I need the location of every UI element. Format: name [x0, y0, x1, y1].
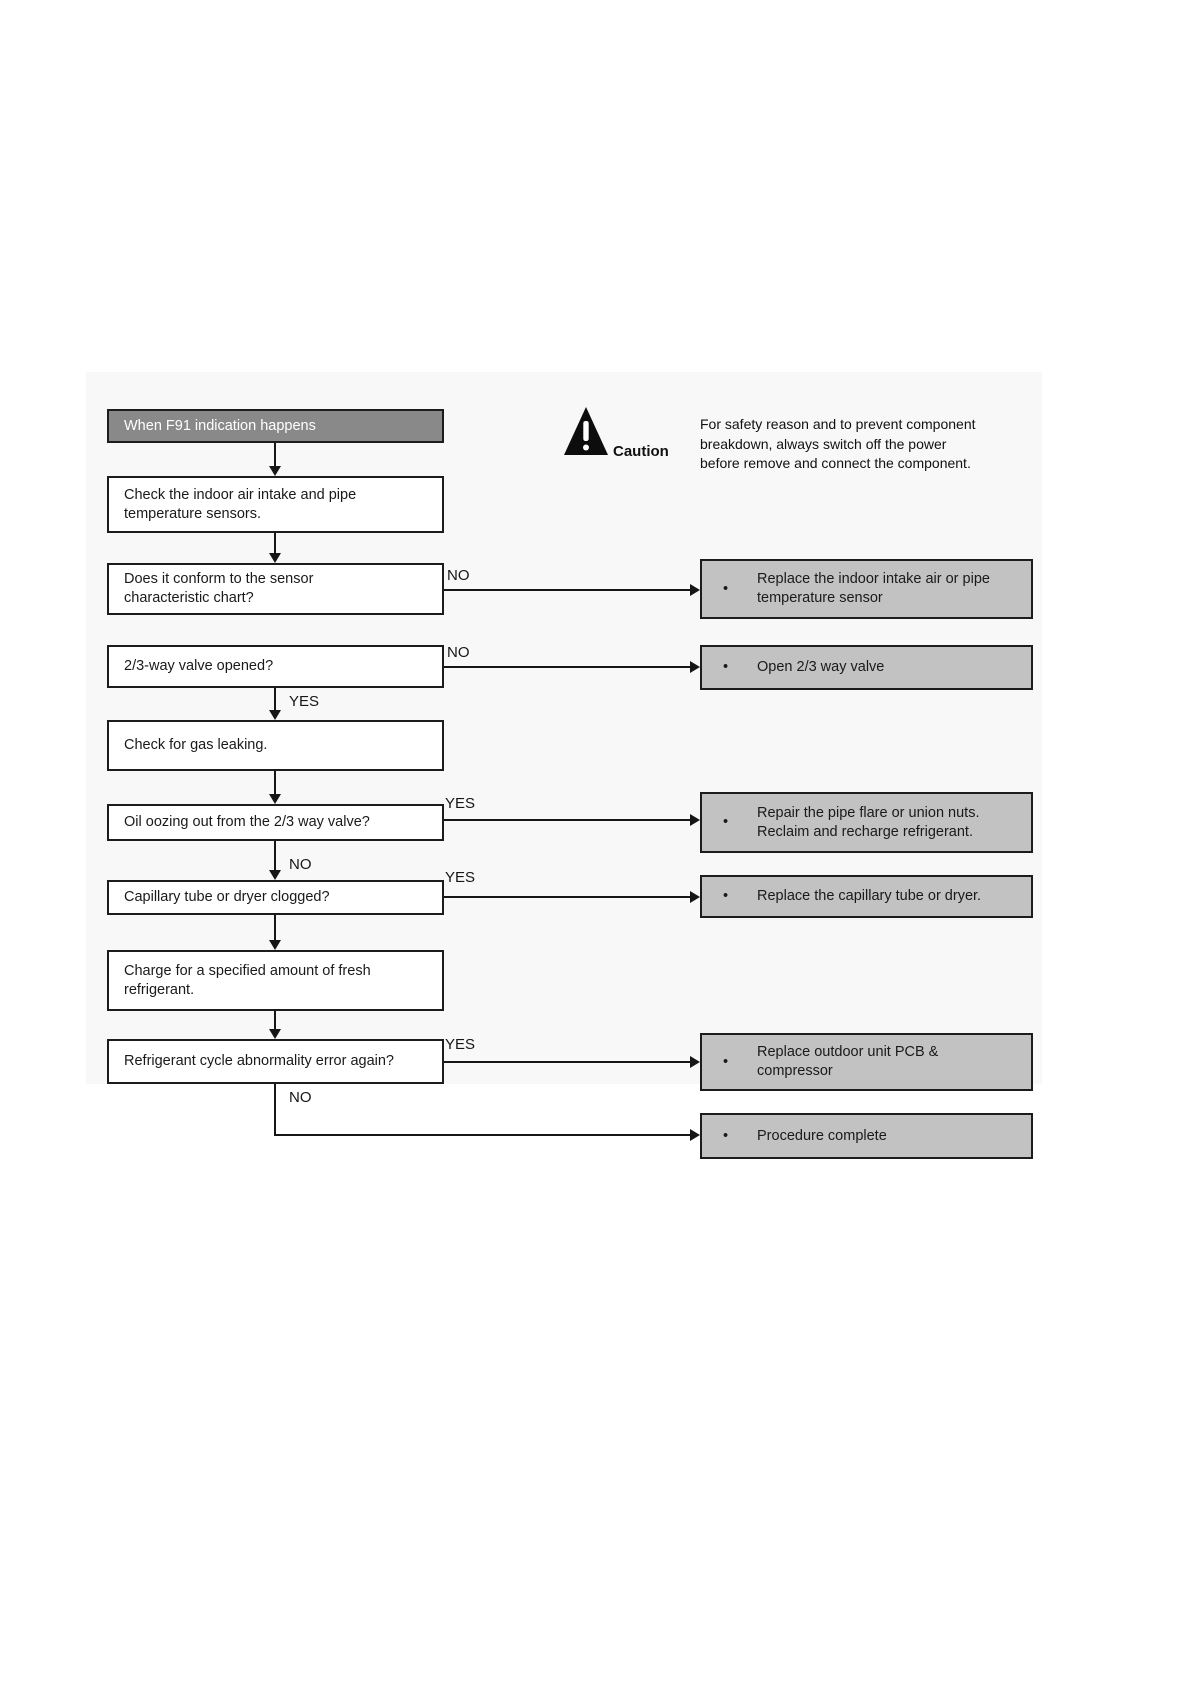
bullet-icon: •: [723, 659, 729, 675]
branch-label-yes: YES: [445, 869, 476, 886]
arrowhead-right-icon: [690, 891, 700, 903]
connector-line: [444, 666, 691, 668]
flow-step-capillary-clogged: Capillary tube or dryer clogged?: [107, 880, 444, 915]
connector-line: [274, 1011, 276, 1029]
flow-step-valve-opened: 2/3-way valve opened?: [107, 645, 444, 688]
flow-step-line: Check the indoor air intake and pipe: [124, 486, 357, 503]
arrowhead-down-icon: [269, 794, 281, 804]
flow-result-replace-sensor: • Replace the indoor intake air or pipe …: [700, 559, 1033, 619]
flow-step-line: Capillary tube or dryer clogged?: [124, 889, 330, 905]
flow-result-replace-capillary: • Replace the capillary tube or dryer.: [700, 875, 1033, 918]
flow-result-repair-flare: • Repair the pipe flare or union nuts. R…: [700, 792, 1033, 853]
flow-step-line: refrigerant.: [124, 981, 195, 998]
arrowhead-down-icon: [269, 1029, 281, 1039]
arrowhead-right-icon: [690, 1056, 700, 1068]
flow-step-line: 2/3-way valve opened?: [124, 658, 274, 674]
connector-line: [274, 1084, 276, 1136]
bullet-icon: •: [723, 1127, 729, 1144]
connector-line: [444, 589, 691, 591]
branch-label-no: NO: [289, 856, 312, 873]
flow-step-gas-leaking: Check for gas leaking.: [107, 720, 444, 771]
connector-line: [274, 533, 276, 553]
connector-line: [274, 688, 276, 710]
flow-step-line: Charge for a specified amount of fresh: [124, 962, 371, 979]
connector-line: [274, 841, 276, 870]
bullet-icon: •: [723, 1053, 729, 1070]
flow-result-open-valve: • Open 2/3 way valve: [700, 645, 1033, 690]
flow-result-text: Open 2/3 way valve: [757, 659, 885, 675]
connector-line: [274, 771, 276, 794]
flow-result-text: Repair the pipe flare or union nuts. Rec…: [757, 804, 980, 840]
arrowhead-down-icon: [269, 940, 281, 950]
arrowhead-down-icon: [269, 466, 281, 476]
flow-step-oil-oozing: Oil oozing out from the 2/3 way valve?: [107, 804, 444, 841]
flow-step-charge-refrigerant: Charge for a specified amount of fresh r…: [107, 950, 444, 1011]
arrowhead-down-icon: [269, 710, 281, 720]
flow-result-text: Procedure complete: [757, 1127, 887, 1144]
arrowhead-right-icon: [690, 1129, 700, 1141]
caution-line: For safety reason and to prevent compone…: [700, 416, 976, 432]
arrowhead-down-icon: [269, 553, 281, 563]
flow-step-check-sensors: Check the indoor air intake and pipe tem…: [107, 476, 444, 533]
connector-line: [444, 896, 691, 898]
caution-text: For safety reason and to prevent compone…: [700, 415, 976, 474]
flow-result-text: Replace the indoor intake air or pipe te…: [757, 571, 990, 606]
warning-triangle-icon: [564, 407, 608, 455]
arrowhead-down-icon: [269, 870, 281, 880]
flow-result-text: Replace outdoor unit PCB & compressor: [757, 1044, 939, 1079]
connector-line: [444, 1061, 691, 1063]
bullet-icon: •: [723, 814, 729, 830]
connector-line: [274, 443, 276, 466]
branch-label-yes: YES: [445, 795, 476, 812]
flow-step-line: Oil oozing out from the 2/3 way valve?: [124, 814, 370, 830]
flow-start-box: When F91 indication happens: [107, 409, 444, 443]
flow-step-line: characteristic chart?: [124, 590, 254, 606]
branch-label-no: NO: [289, 1089, 312, 1106]
arrowhead-right-icon: [690, 814, 700, 826]
flow-result-procedure-complete: • Procedure complete: [700, 1113, 1033, 1159]
caution-line: breakdown, always switch off the power: [700, 435, 947, 452]
flow-step-line: Check for gas leaking.: [124, 737, 268, 753]
bullet-icon: •: [723, 580, 729, 597]
flow-step-cycle-error: Refrigerant cycle abnormality error agai…: [107, 1039, 444, 1084]
branch-label-yes: YES: [445, 1036, 476, 1053]
flow-step-line: temperature sensors.: [124, 505, 262, 522]
caution-label: Caution: [613, 443, 669, 460]
flow-step-line: Does it conform to the sensor: [124, 571, 314, 587]
flow-result-text: Replace the capillary tube or dryer.: [757, 888, 982, 904]
connector-line: [444, 819, 691, 821]
branch-label-no: NO: [447, 644, 470, 661]
connector-line: [274, 1134, 691, 1136]
caution-line: before remove and connect the component.: [700, 455, 971, 471]
connector-line: [274, 915, 276, 940]
bullet-icon: •: [723, 888, 729, 904]
flow-start-label: When F91 indication happens: [124, 417, 316, 434]
flow-result-replace-pcb: • Replace outdoor unit PCB & compressor: [700, 1033, 1033, 1091]
branch-label-no: NO: [447, 567, 470, 584]
flow-step-line: Refrigerant cycle abnormality error agai…: [124, 1053, 394, 1069]
branch-label-yes: YES: [289, 693, 320, 710]
flow-step-conform-chart: Does it conform to the sensor characteri…: [107, 563, 444, 615]
arrowhead-right-icon: [690, 661, 700, 673]
arrowhead-right-icon: [690, 584, 700, 596]
